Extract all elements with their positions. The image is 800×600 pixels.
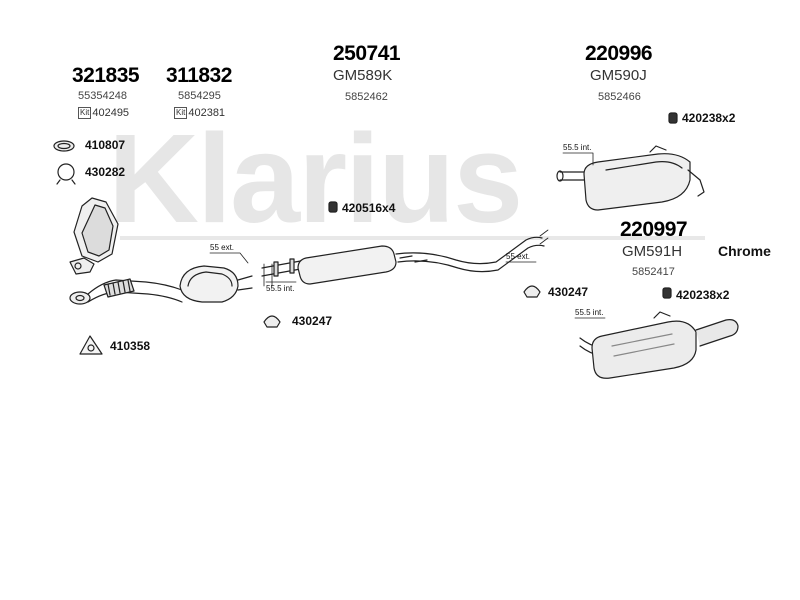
part-number-220997: 220997 — [620, 218, 688, 241]
front-catalyst-drawing — [179, 265, 253, 303]
oe-number-250741: 5852462 — [345, 91, 388, 103]
dimension-55-5-int-top: 55.5 int. — [563, 143, 592, 152]
middle-silencer-250741-drawing — [261, 236, 545, 285]
gm-number-220997: GM591H — [622, 243, 683, 260]
dimension-55-5-int-mid: 55.5 int. — [266, 284, 295, 293]
kit-value: 402381 — [188, 107, 226, 119]
part-number-220996: 220996 — [585, 42, 653, 65]
accessory-430247-mid: 430247 — [292, 314, 333, 328]
dimension-55-ext-left: 55 ext. — [210, 243, 235, 252]
part-number-250741: 250741 — [333, 42, 401, 65]
accessory-420238-right: 420238x2 — [676, 288, 730, 302]
part-number-311832: 311832 — [166, 64, 232, 87]
rear-silencer-220996-drawing — [556, 145, 705, 211]
dimension-leaders — [209, 152, 606, 319]
oe-number-311832: 5854295 — [178, 90, 221, 102]
dimension-55-ext-right: 55 ext. — [506, 252, 531, 261]
oe-number-220997: 5852417 — [632, 266, 675, 278]
accessory-430282: 430282 — [85, 165, 126, 179]
accessory-410358: 410358 — [110, 339, 151, 353]
kit-value: 402495 — [92, 107, 130, 119]
oe-number-321835: 55354248 — [78, 90, 127, 102]
rear-silencer-220997-drawing — [579, 311, 739, 379]
clamp-icons — [53, 112, 678, 355]
kit-badge: Kit — [78, 107, 92, 119]
dimension-55-5-int-bottom: 55.5 int. — [575, 308, 604, 317]
klarius-watermark: Klarius — [108, 108, 521, 249]
kit-number-311832: Kit 402381 — [174, 107, 225, 119]
oe-number-220996: 5852466 — [598, 91, 641, 103]
part-number-321835: 321835 — [72, 64, 140, 87]
front-pipe-311832-drawing — [69, 278, 183, 305]
accessory-420516: 420516x4 — [342, 201, 396, 215]
kit-number-321835: Kit 402495 — [78, 107, 129, 119]
accessory-410807: 410807 — [85, 138, 126, 152]
accessory-420238-top: 420238x2 — [682, 111, 736, 125]
gm-number-220996: GM590J — [590, 67, 647, 84]
kit-badge: Kit — [174, 107, 188, 119]
catalyst-321835-drawing — [69, 197, 119, 275]
accessory-430247-right: 430247 — [548, 285, 589, 299]
finish-label: Chrome — [718, 243, 771, 259]
gm-number-250741: GM589K — [333, 67, 393, 84]
